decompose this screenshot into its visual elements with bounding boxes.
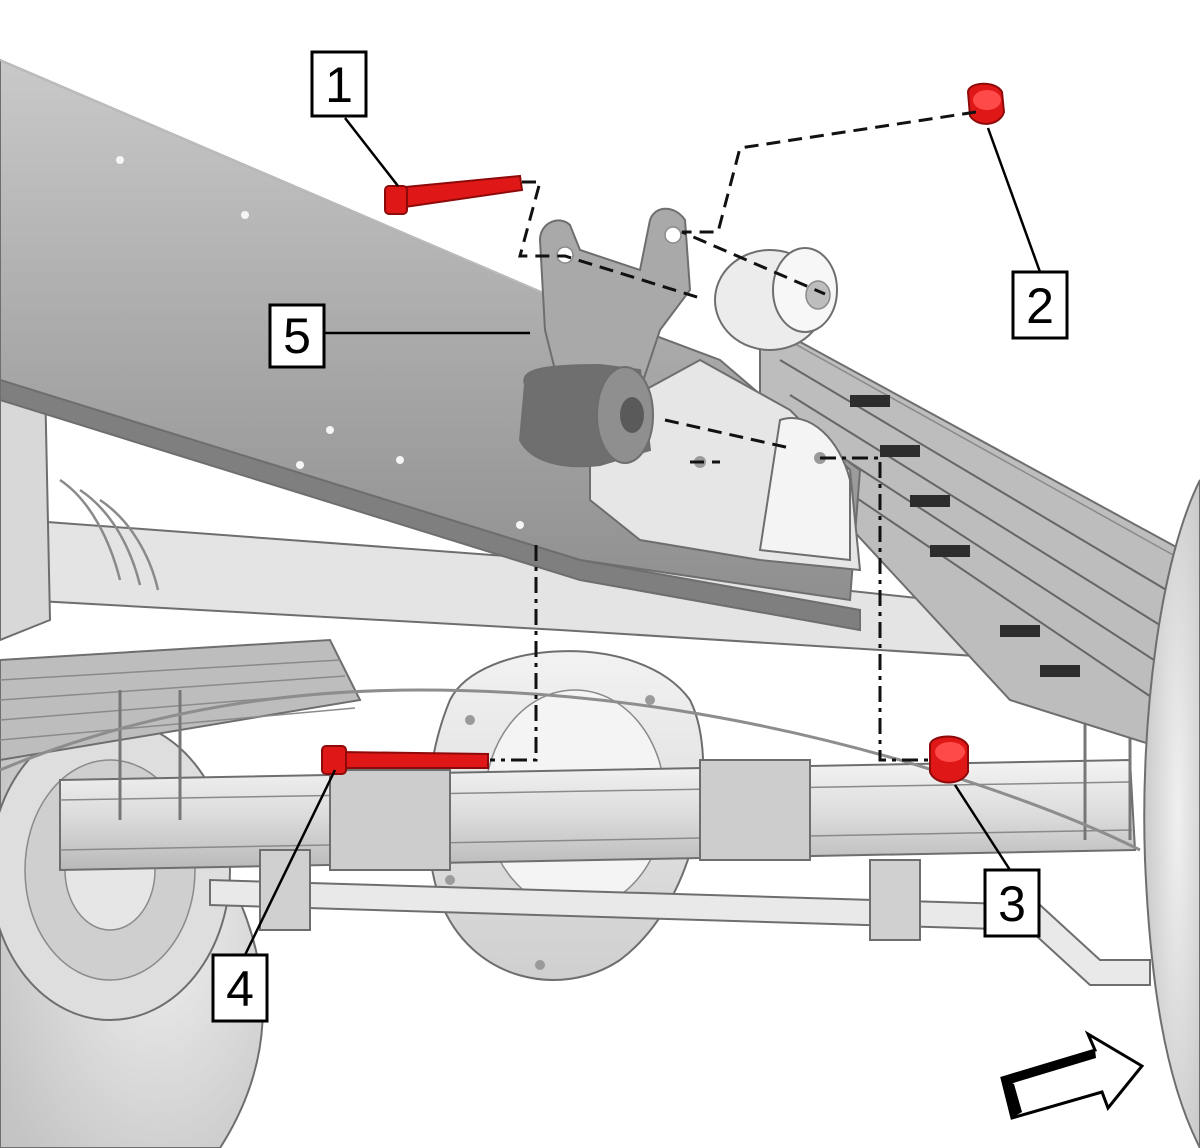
- callout-2-label: 2: [1026, 278, 1054, 334]
- assembly-lines: [490, 110, 977, 762]
- callout-4-label: 4: [226, 961, 254, 1017]
- fastener-bolt-4: [321, 745, 489, 775]
- callout-1-label: 1: [325, 57, 353, 113]
- fastener-nut-2: [966, 82, 1006, 125]
- callout-5-label: 5: [283, 308, 311, 364]
- callout-4: 4: [211, 953, 269, 1023]
- background-assembly: [0, 368, 1151, 1148]
- callout-3: 3: [983, 868, 1041, 938]
- brake-line: [0, 688, 1141, 852]
- spring-shackle: [518, 207, 692, 468]
- right-tire: [1143, 479, 1200, 1148]
- leaf-spring: [714, 247, 1200, 762]
- callout-5: 5: [268, 303, 326, 369]
- front-direction-arrow-icon: [1000, 1030, 1145, 1120]
- fastener-nut-3: [929, 735, 969, 784]
- leader-lines: [243, 117, 1042, 956]
- callout-2: 2: [1011, 270, 1069, 340]
- callout-3-label: 3: [998, 876, 1026, 932]
- callout-1: 1: [310, 50, 368, 118]
- frame-rail: [0, 58, 862, 632]
- fastener-bolt-1: [384, 174, 524, 215]
